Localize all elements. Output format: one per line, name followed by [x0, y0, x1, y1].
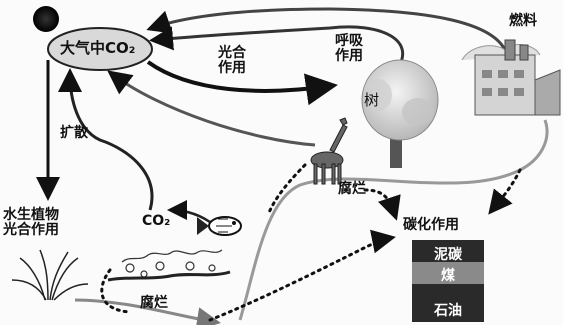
- tree-icon: [361, 59, 439, 168]
- combustion-arrow: [146, 7, 507, 51]
- factory-icon: [461, 39, 561, 116]
- water-surface: [107, 270, 231, 282]
- sun-icon: [33, 6, 59, 32]
- land-outline: [238, 119, 549, 321]
- photosynthesis-label: 光合 作用: [218, 45, 246, 77]
- respiration-label: 呼吸 作用: [335, 33, 363, 65]
- respiration-arrow: [149, 25, 404, 73]
- giraffe-icon: [310, 117, 348, 185]
- water-line: [74, 298, 221, 325]
- animal-respiration-arrow: [107, 70, 316, 147]
- photosynthesis-arrow: [146, 60, 338, 106]
- algae-icon: [121, 249, 223, 278]
- land-decay-dotted-2: [363, 188, 401, 221]
- fuel-label: 燃料: [509, 13, 537, 29]
- decay-land-label: 腐烂: [338, 181, 366, 197]
- aquatic-plant-icon: [11, 249, 89, 301]
- diffusion-label: 扩散: [60, 125, 88, 141]
- water-decay-dotted: [100, 268, 132, 314]
- peat-label: 泥碳: [434, 247, 462, 263]
- aquatic-plants-label: 水生植物 光合作用: [3, 207, 59, 239]
- fish-co2-arrow: [167, 200, 211, 224]
- coal-band: [412, 262, 484, 284]
- oil-label: 石油: [434, 303, 462, 319]
- sediment-dotted: [208, 229, 396, 322]
- water-co2-label: CO₂: [142, 213, 171, 229]
- diffusion-arrow: [58, 68, 154, 211]
- fish-icon: [197, 216, 242, 236]
- decay-water-label: 腐烂: [140, 295, 168, 311]
- carbonization-label: 碳化作用: [403, 217, 459, 233]
- tree-label: 树: [364, 91, 380, 109]
- atmosphere-co2-label: 大气中CO₂: [60, 39, 136, 57]
- coal-label: 煤: [441, 268, 455, 284]
- fuel-decay-dotted: [488, 168, 522, 215]
- land-decay-dotted: [266, 163, 307, 217]
